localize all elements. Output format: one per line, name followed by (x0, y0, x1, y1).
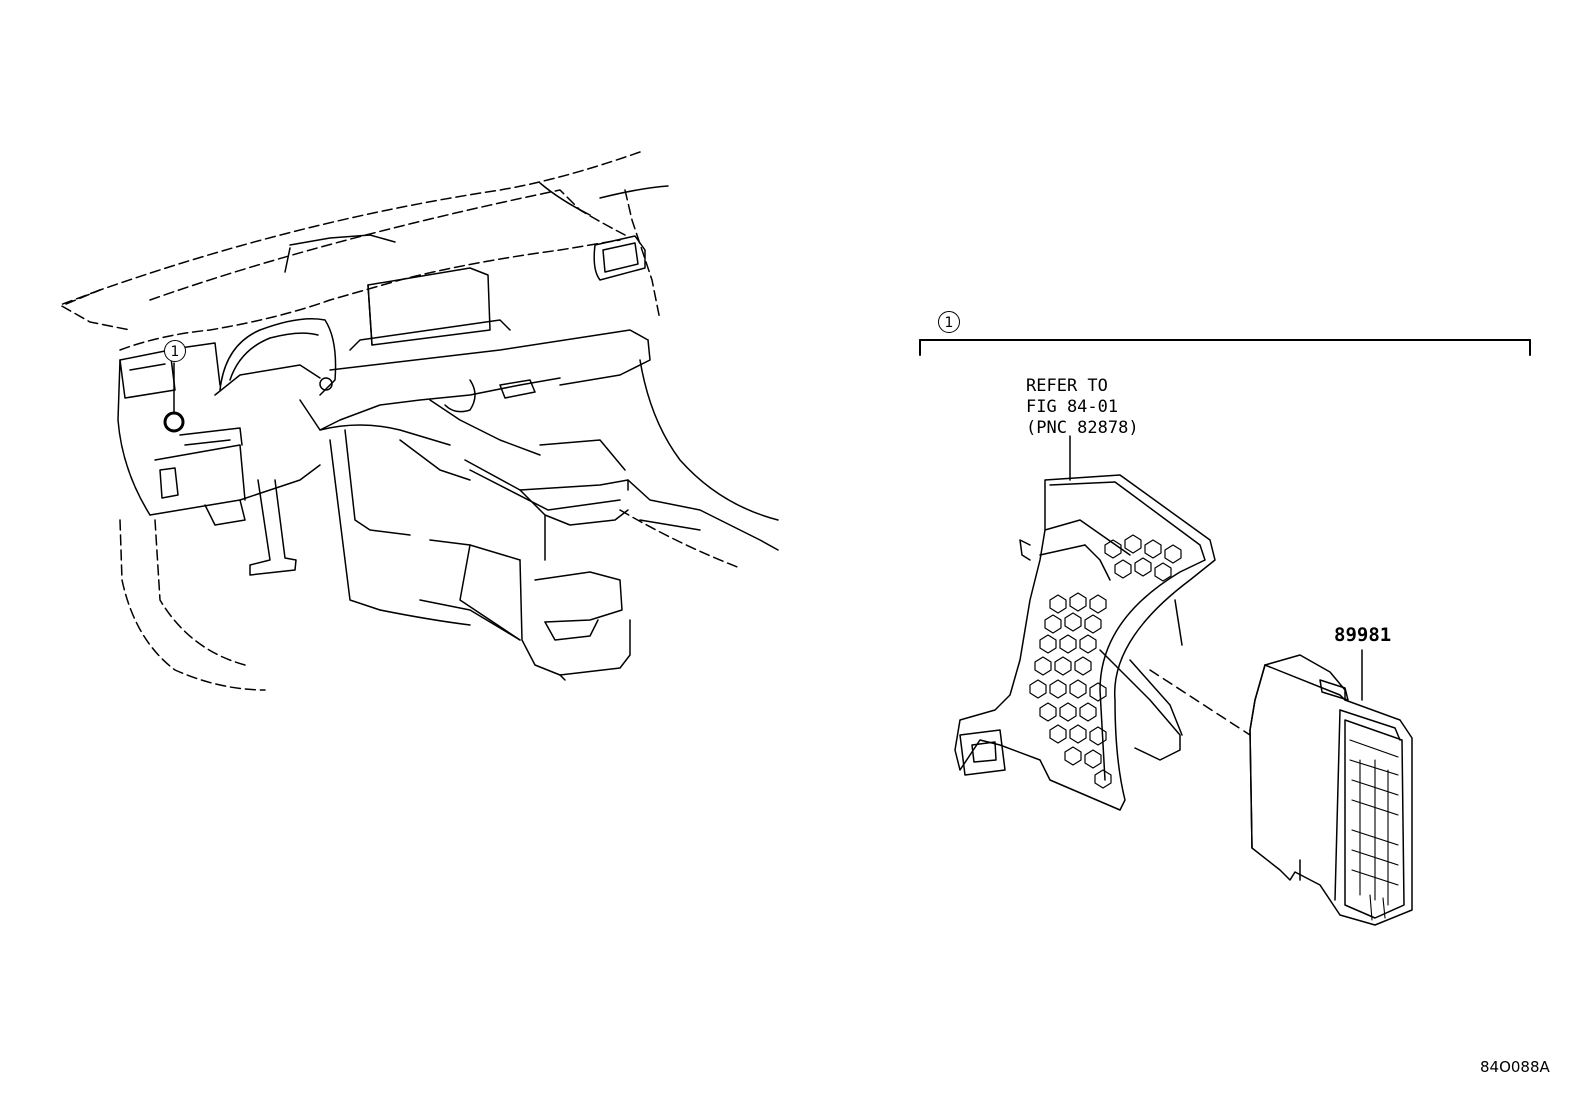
refer-note-line3: (PNC 82878) (1026, 418, 1139, 438)
dashboard-illustration (59, 151, 779, 691)
refer-note: REFER TO FIG 84-01 (PNC 82878) (1026, 376, 1139, 439)
part-number-label: 89981 (1334, 624, 1392, 646)
figure-code: 84O088A (1480, 1058, 1550, 1076)
mounting-bracket (954, 474, 1216, 811)
group-callout-number: 1 (938, 311, 960, 333)
refer-note-line2: FIG 84-01 (1026, 397, 1119, 417)
ecu-module (1249, 654, 1413, 926)
mounting-dashed-line (1149, 669, 1251, 736)
dash-callout-number: 1 (164, 340, 186, 362)
refer-note-line1: REFER TO (1026, 376, 1108, 396)
group-bracket (919, 339, 1531, 356)
